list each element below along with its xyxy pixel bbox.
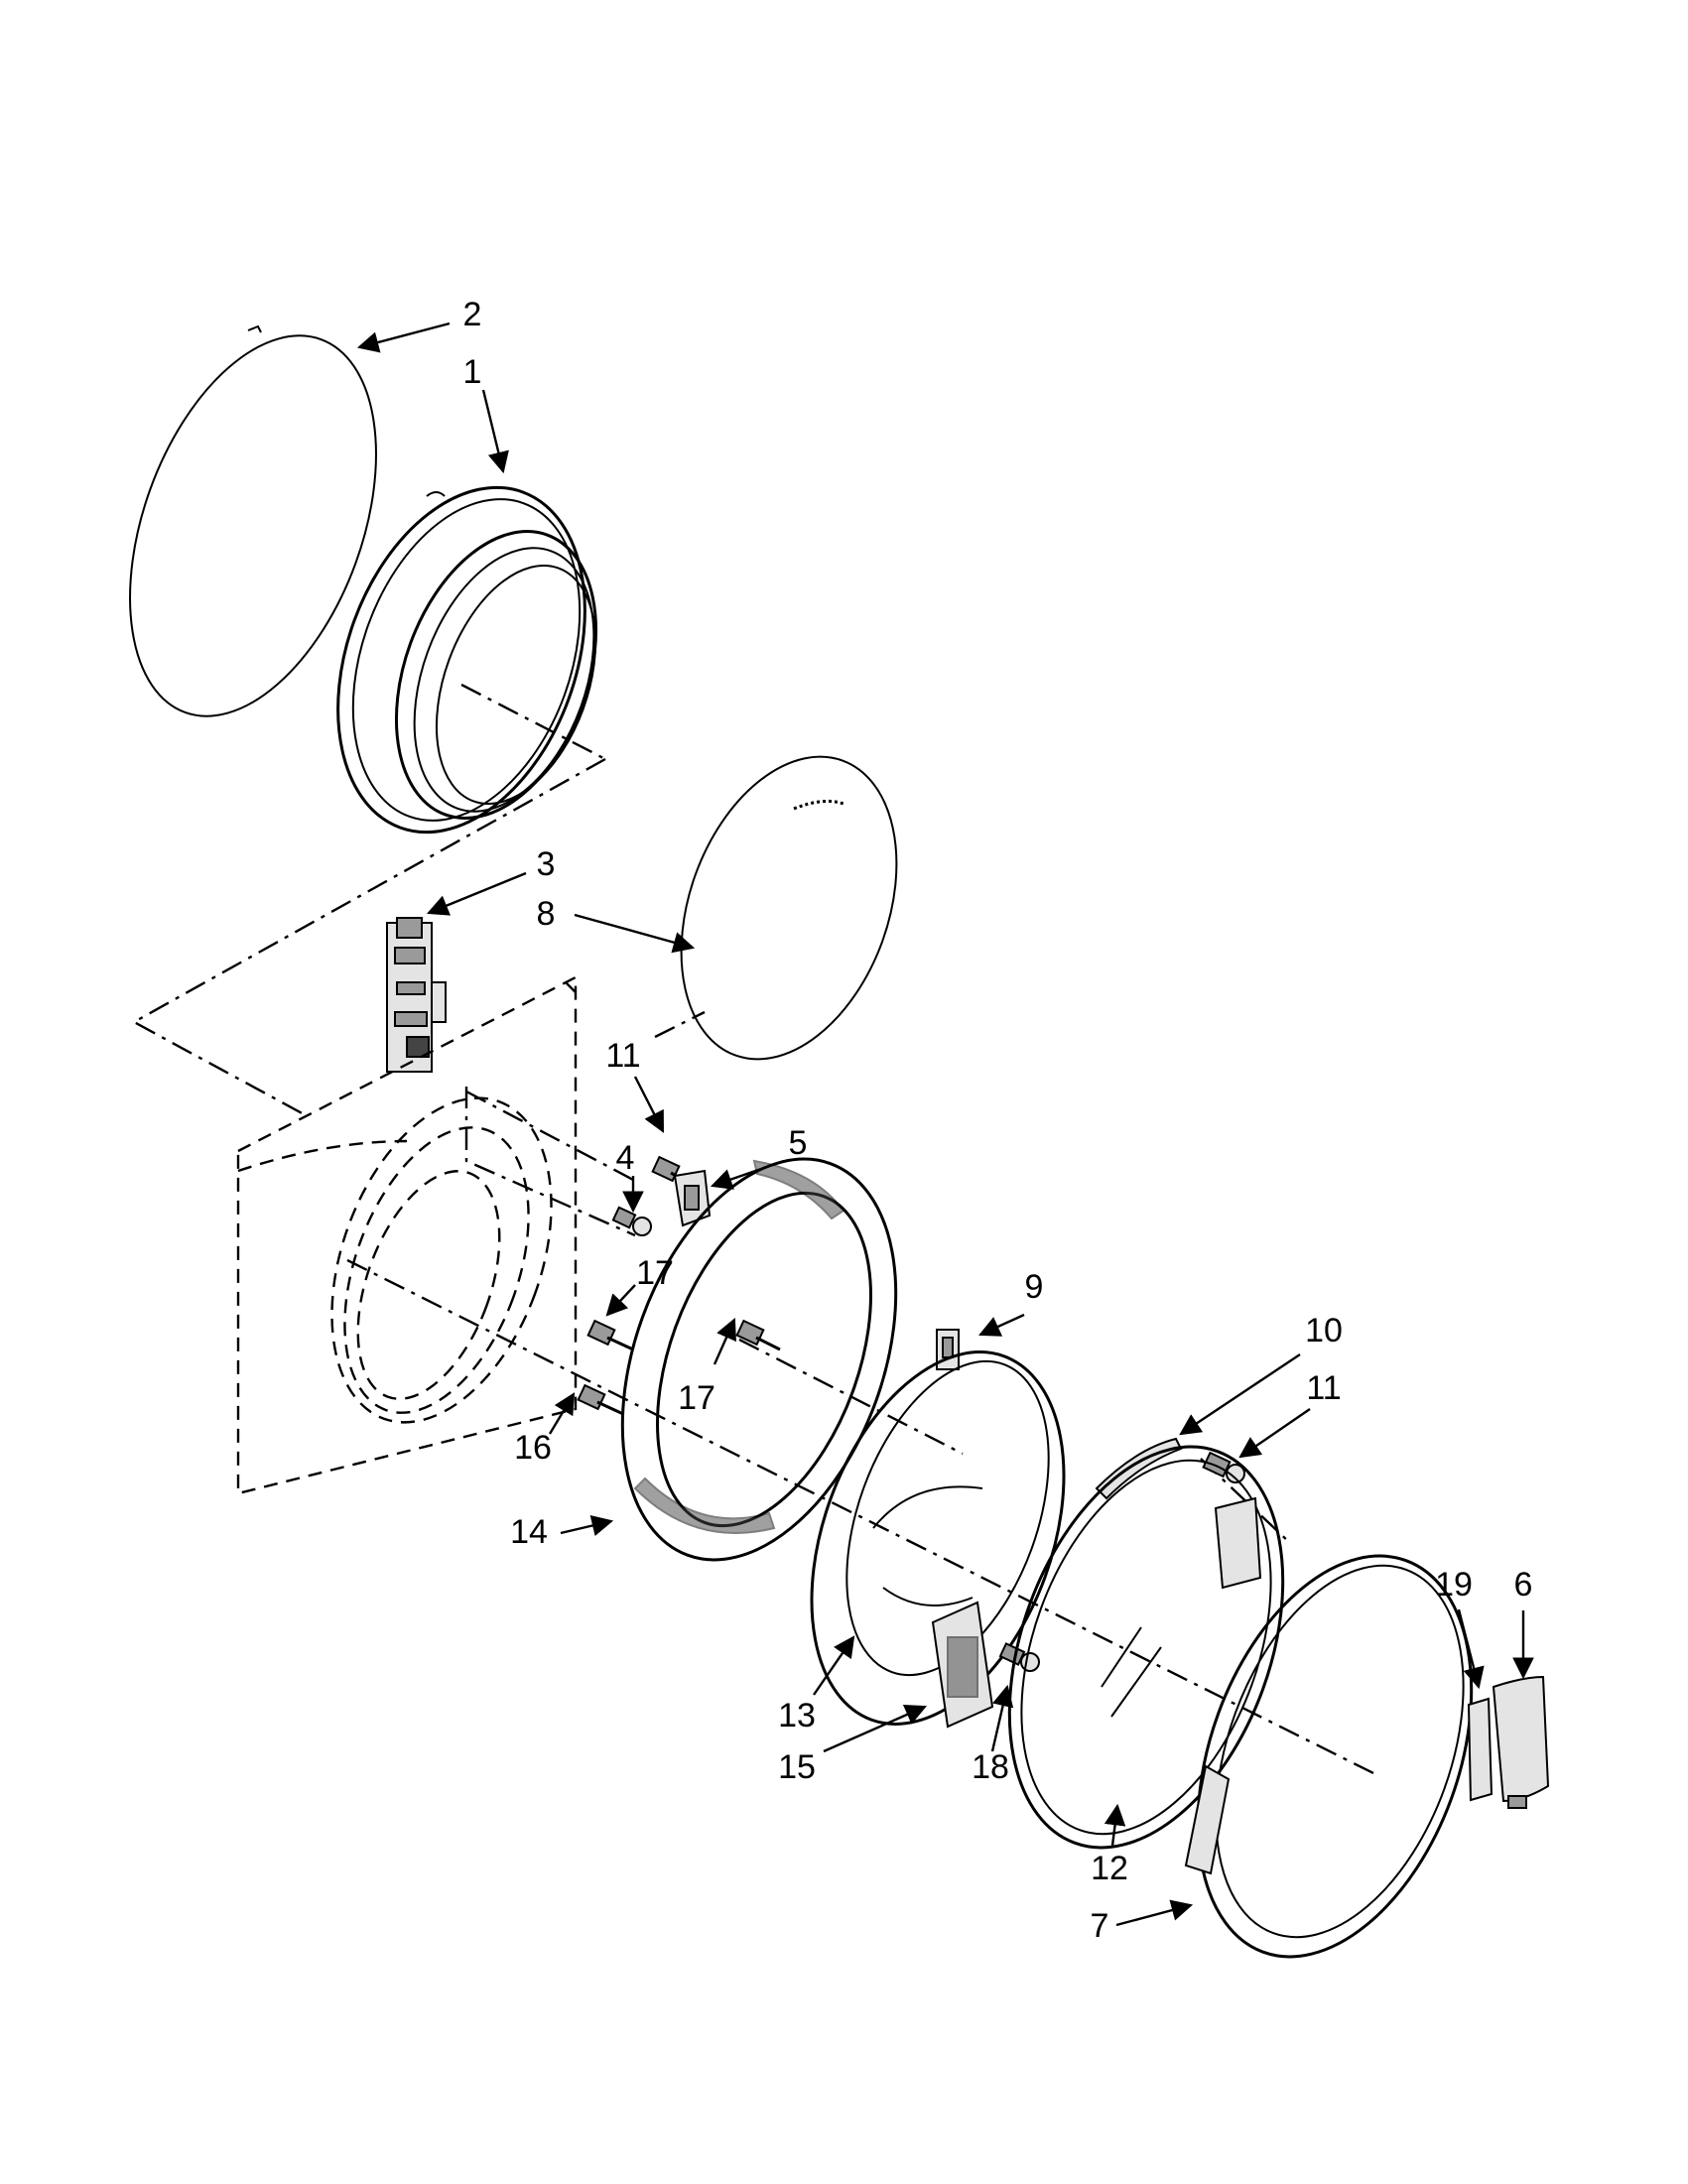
part-2-outer-seal: [129, 324, 377, 717]
part-15-hinge: [931, 1601, 994, 1729]
centerlines: [131, 683, 1380, 1778]
callout-17-right: 17: [678, 1379, 715, 1417]
callout-11-top: 11: [605, 1037, 640, 1075]
callout-18: 18: [972, 1748, 1009, 1786]
part-14-door-frame: [620, 1157, 898, 1562]
callout-6: 6: [1514, 1566, 1533, 1604]
part-5-clip: [673, 1169, 712, 1227]
callout-labels: 2 1 3 8 11 4 5 17 17 16 14 9 10 11 13 15…: [463, 296, 1533, 1945]
screw-17-left: [586, 1319, 634, 1351]
leaders: [356, 321, 1534, 1927]
callout-7: 7: [1091, 1907, 1109, 1945]
part-7-outer-door: [1184, 1554, 1474, 1959]
callout-8: 8: [537, 895, 556, 933]
front-panel-hidden: [236, 975, 578, 1495]
part-13-glass-bowl: [810, 1350, 1066, 1726]
part-9-strike: [936, 1329, 960, 1370]
callout-5: 5: [789, 1124, 808, 1162]
callout-14: 14: [510, 1513, 548, 1551]
screw-17-right: [735, 1319, 781, 1351]
part-1-door-boot: [336, 485, 598, 835]
callout-12: 12: [1091, 1850, 1128, 1887]
callout-1: 1: [463, 353, 482, 391]
callout-9: 9: [1025, 1268, 1044, 1306]
part-3-door-lock: [386, 917, 447, 1073]
callout-3: 3: [537, 845, 556, 883]
callout-17-left: 17: [636, 1254, 674, 1292]
screw-16: [577, 1383, 624, 1416]
callout-2: 2: [463, 296, 482, 333]
callout-13: 13: [778, 1697, 816, 1734]
part-6-handle: [1492, 1675, 1550, 1809]
callout-11-right: 11: [1306, 1369, 1341, 1407]
part-8-gasket: [680, 755, 898, 1061]
callout-10: 10: [1305, 1312, 1343, 1349]
part-19-insert: [1467, 1697, 1493, 1802]
callout-4: 4: [616, 1139, 635, 1177]
callout-15: 15: [778, 1748, 816, 1786]
part-10-hinge-cover: [1095, 1437, 1183, 1500]
screw-18: [998, 1642, 1040, 1672]
screw-4: [611, 1206, 652, 1236]
screw-11-right: [1202, 1451, 1245, 1483]
part-12-inner-trim: [1007, 1445, 1285, 1850]
callout-16: 16: [514, 1429, 552, 1467]
callout-19: 19: [1435, 1566, 1473, 1604]
